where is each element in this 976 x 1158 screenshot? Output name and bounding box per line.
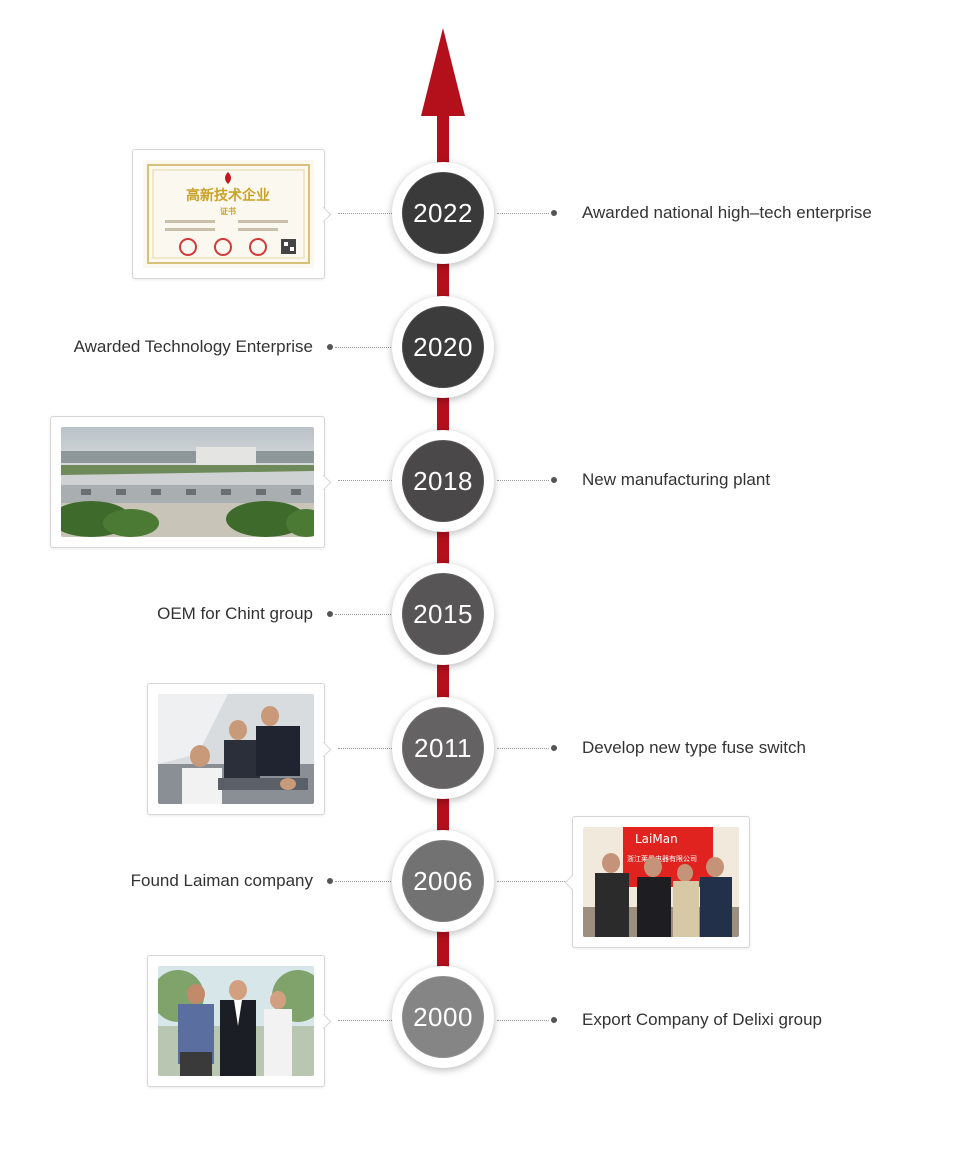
certificate-subtitle: 证书	[220, 206, 236, 216]
engineers-image	[158, 694, 314, 804]
fuse-switch-photo	[147, 683, 332, 815]
milestone-dot-icon	[551, 745, 557, 751]
plant-image	[61, 427, 314, 537]
milestone-dot-icon	[551, 1017, 557, 1023]
year-node-2020: 2020	[392, 296, 494, 398]
milestone-2020-text: Awarded Technology Enterprise	[73, 337, 313, 356]
year-node-2000-label: 2000	[402, 976, 484, 1058]
milestone-dot-icon	[551, 210, 557, 216]
milestone-dot-icon	[327, 611, 333, 617]
year-node-2011-label: 2011	[402, 707, 484, 789]
milestone-2018-text: New manufacturing plant	[582, 470, 771, 489]
milestone-dot-icon	[327, 344, 333, 350]
manufacturing-plant-photo	[50, 416, 332, 548]
delixi-group-photo	[147, 955, 332, 1087]
milestone-2006-text: Found Laiman company	[130, 871, 313, 890]
certificate-photo: 高新技术企业 证书	[132, 149, 332, 279]
milestone-2011-text: Develop new type fuse switch	[582, 738, 806, 757]
year-node-2018: 2018	[392, 430, 494, 532]
laiman-team-image: LaiMan 浙江莱曼电器有限公司	[583, 827, 739, 937]
laiman-banner-text: LaiMan	[635, 832, 678, 846]
milestone-2015-text: OEM for Chint group	[157, 604, 313, 623]
year-node-2018-label: 2018	[402, 440, 484, 522]
year-node-2022-label: 2022	[402, 172, 484, 254]
year-node-2011: 2011	[392, 697, 494, 799]
milestone-2022-text: Awarded national high–tech enterprise	[582, 203, 872, 222]
certificate-image: 高新技术企业 证书	[143, 160, 314, 268]
certificate-title: 高新技术企业	[186, 187, 270, 204]
year-node-2006: 2006	[392, 830, 494, 932]
laiman-banner-cn: 浙江莱曼电器有限公司	[627, 854, 697, 863]
year-node-2015-label: 2015	[402, 573, 484, 655]
delixi-team-image	[158, 966, 314, 1076]
timeline-arrow-head-icon	[421, 28, 465, 116]
year-node-2022: 2022	[392, 162, 494, 264]
year-node-2000: 2000	[392, 966, 494, 1068]
year-node-2015: 2015	[392, 563, 494, 665]
year-node-2006-label: 2006	[402, 840, 484, 922]
laiman-company-photo: LaiMan 浙江莱曼电器有限公司	[564, 816, 750, 948]
milestone-2000-text: Export Company of Delixi group	[582, 1010, 823, 1029]
milestone-dot-icon	[327, 878, 333, 884]
year-node-2020-label: 2020	[402, 306, 484, 388]
milestone-dot-icon	[551, 477, 557, 483]
